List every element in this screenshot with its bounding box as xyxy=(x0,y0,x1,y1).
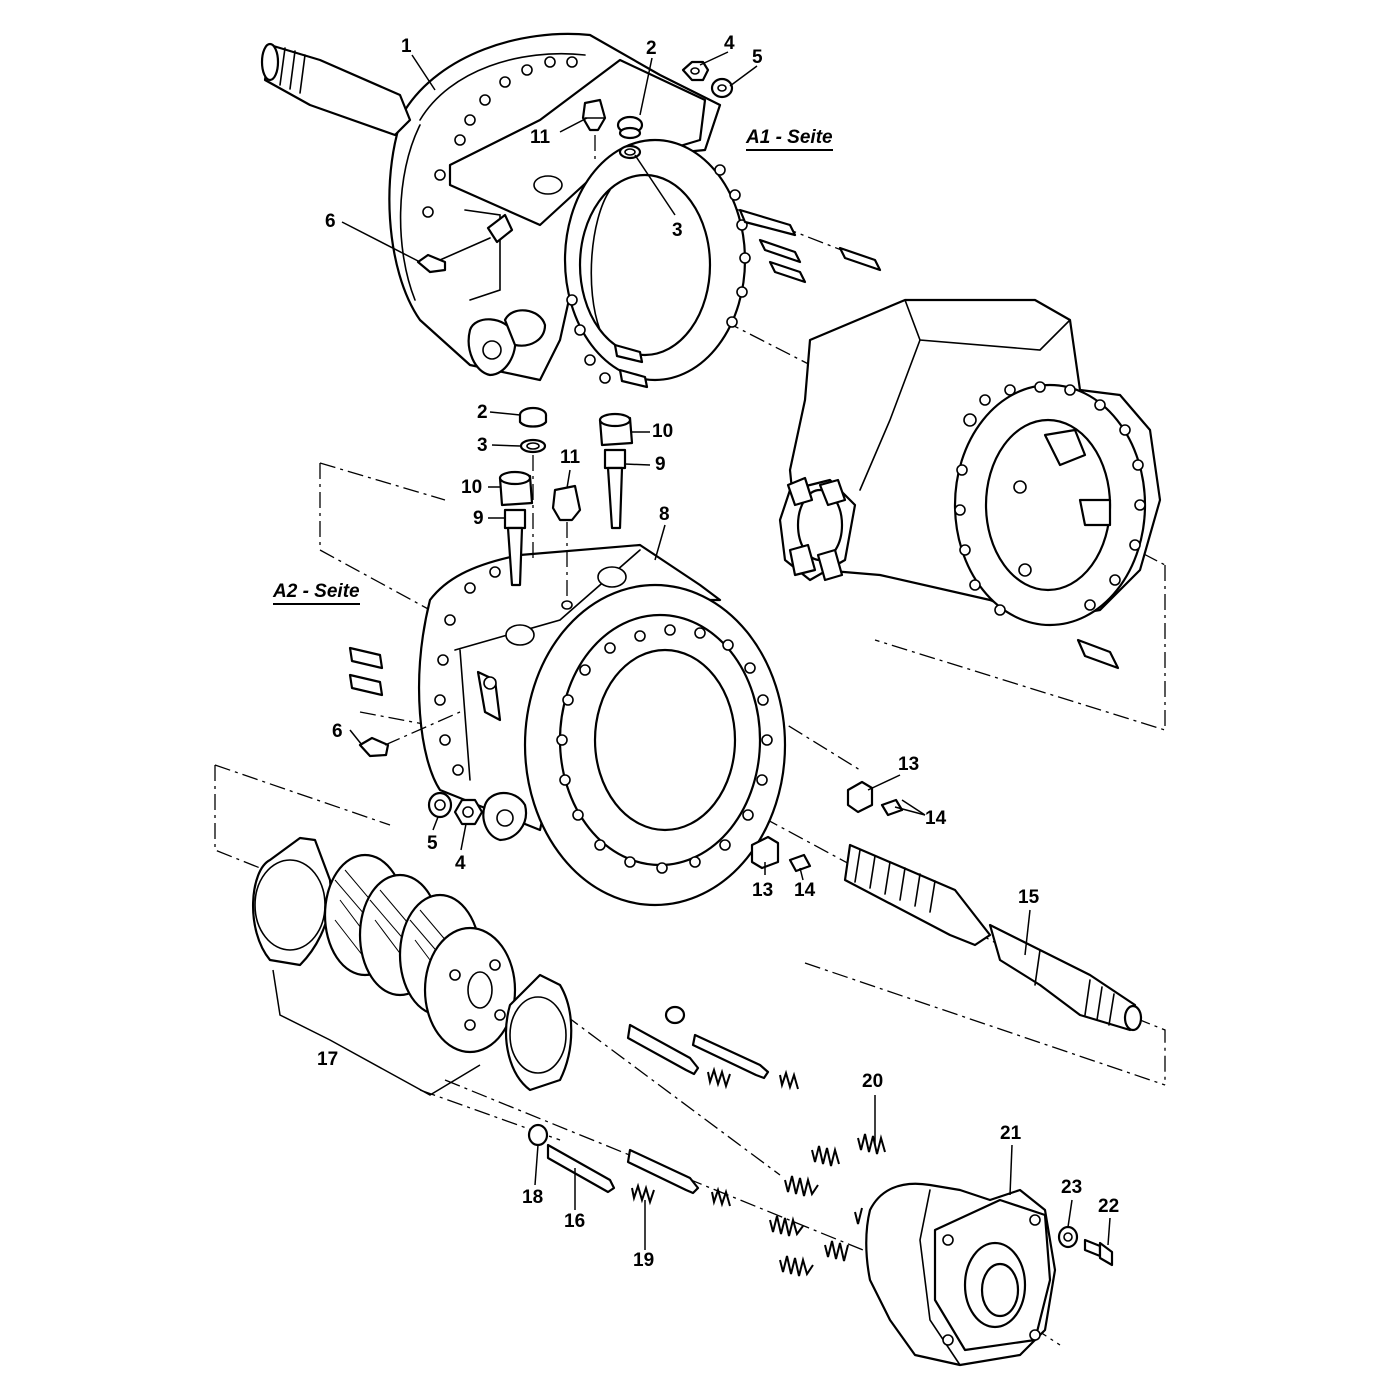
callout-part-11-upper: 11 xyxy=(530,127,551,148)
callout-part-3-lower: 3 xyxy=(477,435,488,456)
callout-part-16: 16 xyxy=(564,1211,586,1232)
side-label-a2: A2 - Seite xyxy=(273,582,360,605)
axle-shaft-part-15 xyxy=(843,843,1143,1032)
upper-bolt-part-6 xyxy=(416,213,514,274)
upper-housing-part-1 xyxy=(388,32,751,384)
callout-part-4-upper: 4 xyxy=(724,33,735,54)
callout-part-14-right: 14 xyxy=(925,808,947,829)
pins-and-springs xyxy=(527,1005,886,1277)
callout-part-13-right: 13 xyxy=(898,754,920,775)
callout-part-9-left: 9 xyxy=(473,508,484,529)
callout-part-14-lower: 14 xyxy=(794,880,816,901)
side-label-a1: A1 - Seite xyxy=(746,128,833,151)
callout-part-17: 17 xyxy=(317,1049,339,1070)
callout-part-6-lower: 6 xyxy=(332,721,343,742)
callout-part-15: 15 xyxy=(1018,887,1040,908)
callout-part-11-lower: 11 xyxy=(560,447,581,468)
upper-small-fittings xyxy=(581,60,734,160)
callout-part-20: 20 xyxy=(862,1071,884,1092)
callout-part-22: 22 xyxy=(1098,1196,1120,1217)
callout-part-3-upper: 3 xyxy=(672,220,683,241)
washer-bolt-22-23 xyxy=(1057,1225,1114,1267)
callout-part-2-lower: 2 xyxy=(477,402,488,423)
callout-part-6-upper: 6 xyxy=(325,211,336,232)
callout-part-4-lower: 4 xyxy=(455,853,466,874)
cover-part-21 xyxy=(865,1182,1057,1367)
callout-part-1-upper: 1 xyxy=(401,36,412,57)
input-shaft-upper xyxy=(260,42,412,137)
callout-part-5-lower: 5 xyxy=(427,833,438,854)
lower-bolt-part-6 xyxy=(358,711,461,758)
callout-part-21: 21 xyxy=(1000,1123,1022,1144)
upper-dowel-pins xyxy=(613,208,882,389)
center-housing xyxy=(778,298,1162,670)
lower-nut-washer xyxy=(427,791,484,826)
lower-housing-part-8 xyxy=(348,543,787,907)
callout-part-13-lower: 13 xyxy=(752,880,774,901)
callout-leaders xyxy=(341,51,1111,1250)
callout-part-8: 8 xyxy=(659,504,670,525)
callout-part-23: 23 xyxy=(1061,1177,1083,1198)
callout-part-10-left: 10 xyxy=(461,477,483,498)
lower-small-fittings xyxy=(498,406,634,600)
callout-part-10-right: 10 xyxy=(652,421,674,442)
callout-part-18: 18 xyxy=(522,1187,544,1208)
clips-13-14 xyxy=(750,780,904,873)
brake-disc-pack-part-17 xyxy=(252,836,573,1096)
callout-part-5-upper: 5 xyxy=(752,47,763,68)
callout-part-9-right: 9 xyxy=(655,454,666,475)
callout-part-19: 19 xyxy=(633,1250,655,1271)
callout-part-2-upper: 2 xyxy=(646,38,657,59)
